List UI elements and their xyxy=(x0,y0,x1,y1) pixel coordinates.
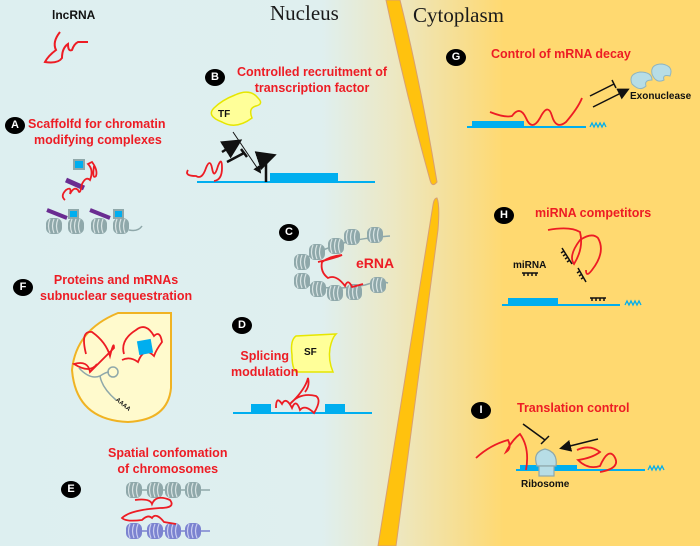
panel-d-title-line1: Splicing xyxy=(240,349,289,363)
region-title-nucleus: Nucleus xyxy=(270,1,339,25)
panel-b-badge: B xyxy=(205,69,225,86)
panel-e-title: Spatial confomation of chromosomes xyxy=(108,445,227,477)
tf-label: TF xyxy=(218,109,231,120)
sf-label: SF xyxy=(304,347,317,358)
panel-f-title-line1: Proteins and mRNAs xyxy=(53,273,179,287)
nuclear-membrane-lower xyxy=(377,197,440,546)
panel-i-title: Translation control xyxy=(517,401,630,415)
panel-e-title-line2: of chromosomes xyxy=(117,462,219,476)
exonuclease-label: Exonuclease xyxy=(630,91,692,102)
nuclear-membrane-upper xyxy=(385,0,438,186)
panel-d-badge: D xyxy=(232,317,252,334)
panel-f-title-line2: subnuclear sequestration xyxy=(40,289,193,303)
panel-f-badge: F xyxy=(13,279,33,296)
panel-h-graphic xyxy=(502,227,642,307)
region-title-cytoplasm: Cytoplasm xyxy=(413,3,505,27)
panel-e-title-line1: Spatial confomation xyxy=(108,446,228,460)
panel-e-badge: E xyxy=(61,481,81,498)
panel-b-title: Controlled recruitment of transcription … xyxy=(237,64,387,96)
panel-b-title-line1: Controlled recruitment of xyxy=(237,65,388,79)
mirna-label: miRNA xyxy=(513,260,547,271)
panel-c-badge: C xyxy=(279,224,299,241)
panel-h-badge: H xyxy=(494,207,514,224)
panel-a-title-line1: Scaffolfd for chromatin xyxy=(28,117,166,131)
lncrna-legend-icon xyxy=(43,31,88,64)
panel-i-badge: I xyxy=(471,402,491,419)
panel-f-title: Proteins and mRNAs subnuclear sequestrat… xyxy=(40,272,192,304)
lncrna-legend-label: lncRNA xyxy=(52,8,96,22)
panel-b-title-line2: transcription factor xyxy=(254,81,370,95)
panel-c-title: eRNA xyxy=(356,255,395,271)
panel-g-badge: G xyxy=(446,49,466,66)
panel-d-title-line2: modulation xyxy=(231,365,299,379)
panel-h-title: miRNA competitors xyxy=(535,206,652,220)
panel-f-graphic xyxy=(70,312,172,424)
panel-d-title: Splicing modulation xyxy=(231,348,298,380)
panel-d-graphic xyxy=(233,333,372,415)
panel-e-graphic xyxy=(120,481,210,540)
panel-c-graphic xyxy=(293,226,391,302)
panel-g-graphic xyxy=(467,63,672,129)
panel-b-graphic xyxy=(186,91,375,183)
ribosome-label: Ribosome xyxy=(521,479,570,490)
panel-a-title: Scaffolfd for chromatin modifying comple… xyxy=(28,116,166,148)
panel-g-title: Control of mRNA decay xyxy=(491,47,631,61)
panel-a-title-line2: modifying complexes xyxy=(34,133,162,147)
panel-i-graphic xyxy=(475,423,665,477)
panel-a-graphic xyxy=(45,159,143,235)
panel-a-badge: A xyxy=(5,117,25,134)
